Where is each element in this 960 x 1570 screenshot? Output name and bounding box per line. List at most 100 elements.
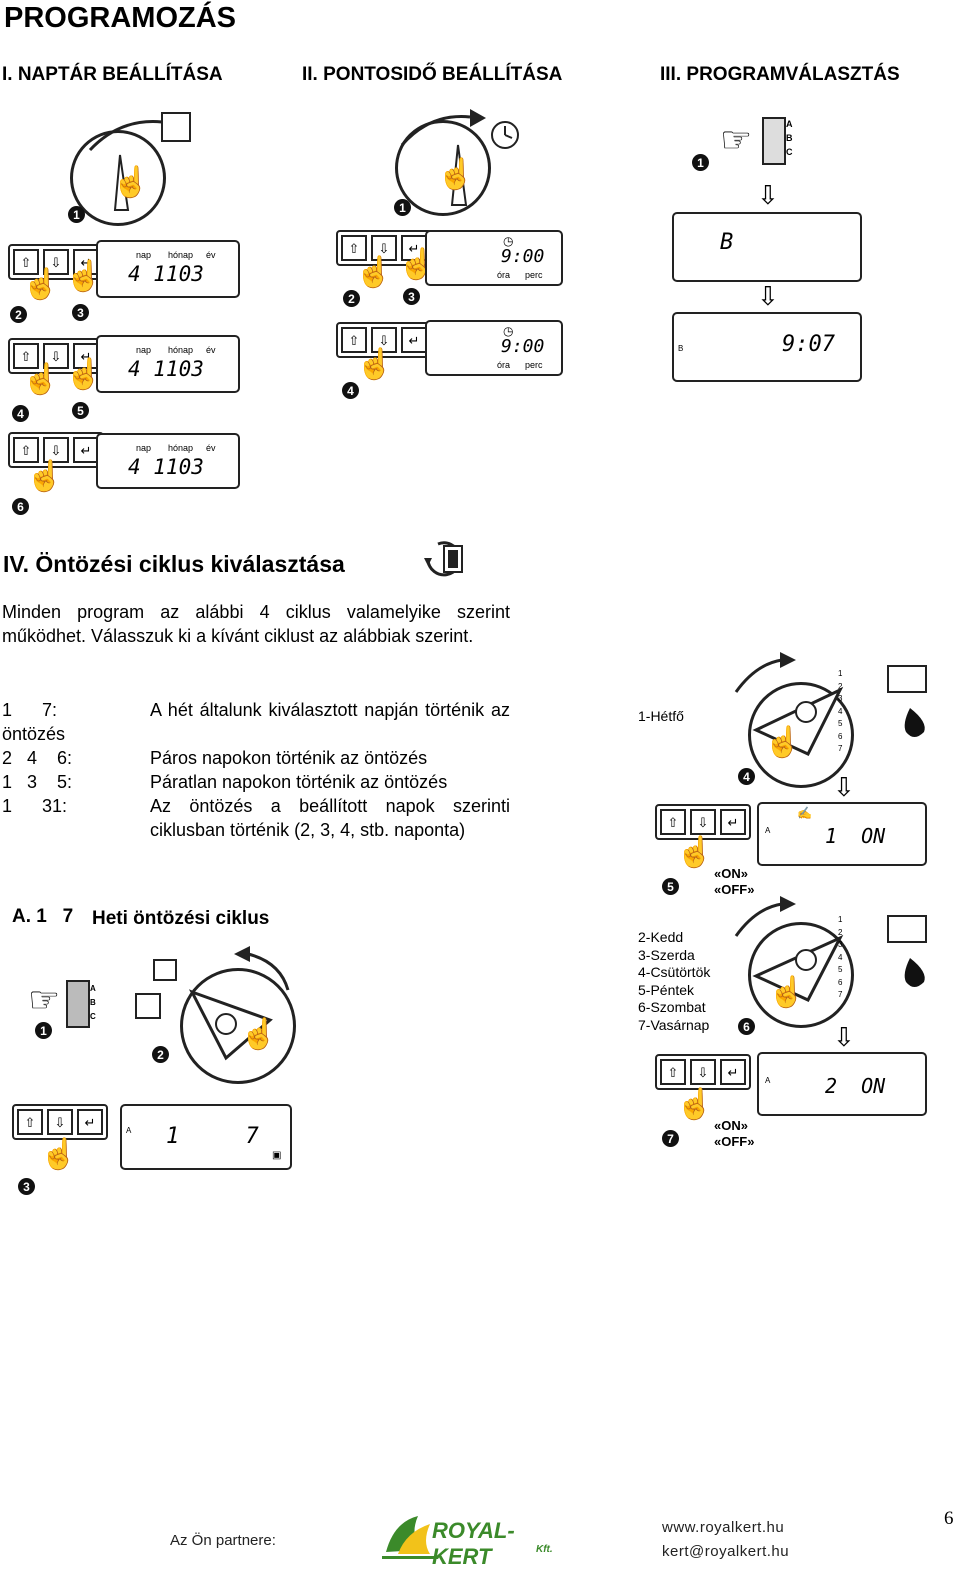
label-honap: hónap — [168, 345, 194, 355]
arrow-down-icon: ⇩ — [757, 180, 779, 210]
dial-number: 2 — [838, 681, 843, 691]
cycle-key: 2 4 6: — [2, 748, 73, 768]
dial-number: 5 — [838, 719, 843, 728]
footer-web[interactable]: www.royalkert.hu — [662, 1519, 785, 1536]
program-letter-a: A — [90, 984, 96, 993]
cycle-value: Páratlan napokon történik az öntözés — [150, 772, 448, 792]
program-letters: A B C — [90, 982, 96, 1024]
label-nap: nap — [136, 250, 152, 260]
label-ora: óra — [497, 270, 511, 280]
button-panel: ⇧ ⇩ ↵ — [12, 1104, 108, 1140]
enter-button[interactable]: ↵ — [401, 327, 427, 353]
down-button[interactable]: ⇩ — [371, 327, 397, 353]
dial-number: 3 — [838, 694, 843, 703]
calendar-icon: ▣ — [272, 1150, 282, 1161]
program-letter-b: B — [90, 998, 96, 1007]
step-badge: 6 — [12, 498, 29, 515]
button-panel: ⇧ ⇩ ↵ — [8, 432, 104, 468]
hand-icon: ☝ — [240, 1018, 278, 1051]
label-perc: perc — [525, 270, 543, 280]
dial-number: 7 — [838, 990, 843, 999]
dial-number: 6 — [838, 977, 843, 987]
step-badge: 3 — [403, 288, 420, 305]
up-button[interactable]: ⇧ — [17, 1109, 43, 1135]
dial-number: 1 — [838, 669, 843, 678]
hand-icon: ☝ — [26, 460, 64, 493]
hand-icon: ☞ — [720, 119, 753, 160]
program-switch[interactable] — [762, 117, 786, 165]
dial-icon — [395, 120, 491, 216]
button-panel: ⇧ ⇩ ↵ — [8, 338, 104, 374]
step-badge: 4 — [342, 382, 359, 399]
label-ev: év — [206, 443, 216, 453]
up-button[interactable]: ⇧ — [660, 1059, 686, 1085]
rotate-arrow-icon — [400, 109, 519, 206]
time-value: 9:00 — [501, 246, 545, 267]
down-button[interactable]: ⇩ — [43, 343, 69, 369]
label-honap: hónap — [168, 250, 194, 260]
down-button[interactable]: ⇩ — [690, 809, 716, 835]
brand-suffix: Kft. — [536, 1544, 553, 1555]
up-button[interactable]: ⇧ — [341, 235, 367, 261]
step-badge: 6 — [738, 1018, 755, 1035]
day-state-value: 2 ON — [825, 1074, 886, 1098]
label-ora: óra — [497, 360, 511, 370]
lcd-display: ◷ 9:00 óra perc — [425, 230, 563, 286]
lcd-display: B 9:07 — [672, 312, 862, 382]
button-panel: ⇧ ⇩ ↵ — [655, 804, 751, 840]
section-calendar-title: I. NAPTÁR BEÁLLÍTÁSA — [2, 64, 223, 85]
step-badge: 3 — [18, 1178, 35, 1195]
program-letter-c: C — [786, 147, 793, 157]
cycle-value-display: 1 7 — [166, 1124, 259, 1149]
enter-button[interactable]: ↵ — [720, 1059, 746, 1085]
down-button[interactable]: ⇩ — [43, 249, 69, 275]
on-label: «ON» — [714, 866, 748, 881]
section-program-title: III. PROGRAMVÁLASZTÁS — [660, 64, 900, 85]
dial-icon — [748, 682, 854, 788]
logo-icon — [382, 1516, 440, 1559]
cycle-icon — [424, 541, 463, 577]
down-button[interactable]: ⇩ — [47, 1109, 73, 1135]
enter-button[interactable]: ↵ — [720, 809, 746, 835]
program-letter-a: A — [786, 119, 793, 129]
up-button[interactable]: ⇧ — [13, 343, 39, 369]
hand-icon: ☝ — [356, 348, 394, 381]
cycle-key: 1 7: — [2, 700, 58, 720]
up-button[interactable]: ⇧ — [341, 327, 367, 353]
dial-number: 2 — [838, 927, 843, 937]
footer-email[interactable]: kert@royalkert.hu — [662, 1543, 790, 1560]
date-value: 4 1103 — [128, 455, 204, 479]
label-ev: év — [206, 250, 216, 260]
dial-arrow-icon — [734, 652, 927, 756]
up-button[interactable]: ⇧ — [660, 809, 686, 835]
on-off-label: «ON» «OFF» — [714, 1118, 754, 1150]
rotate-arrow-icon — [88, 112, 191, 211]
down-button[interactable]: ⇩ — [690, 1059, 716, 1085]
day-state-value: 1 ON — [825, 824, 886, 848]
day-1-label: 1-Hétfő — [638, 708, 684, 724]
program-letter: A — [765, 1076, 771, 1085]
dial-number: 4 — [838, 952, 843, 962]
hand-icon: ☝ — [764, 726, 802, 759]
hand-icon: ☝ — [22, 268, 60, 301]
arrow-down-icon: ⇩ — [833, 772, 855, 802]
lcd-display: B — [672, 212, 862, 282]
up-button[interactable]: ⇧ — [13, 249, 39, 275]
step-badge: 5 — [72, 402, 89, 419]
dial-number: 6 — [838, 731, 843, 741]
lcd-display: nap hónap év 4 1103 — [96, 433, 240, 489]
down-button[interactable]: ⇩ — [371, 235, 397, 261]
hand-icon: ☝ — [676, 1088, 714, 1121]
off-label: «OFF» — [714, 882, 755, 897]
lcd-display: nap hónap év 4 1103 — [96, 240, 240, 298]
down-button[interactable]: ⇩ — [43, 437, 69, 463]
up-button[interactable]: ⇧ — [13, 437, 39, 463]
hand-icon: ☝ — [355, 256, 393, 289]
arrow-down-icon: ⇩ — [833, 1022, 855, 1052]
step-badge: 1 — [35, 1022, 52, 1039]
button-panel: ⇧ ⇩ ↵ — [655, 1054, 751, 1090]
program-switch[interactable] — [66, 980, 90, 1028]
dial-icon — [748, 922, 854, 1028]
program-value: B — [720, 230, 734, 255]
enter-button[interactable]: ↵ — [77, 1109, 103, 1135]
